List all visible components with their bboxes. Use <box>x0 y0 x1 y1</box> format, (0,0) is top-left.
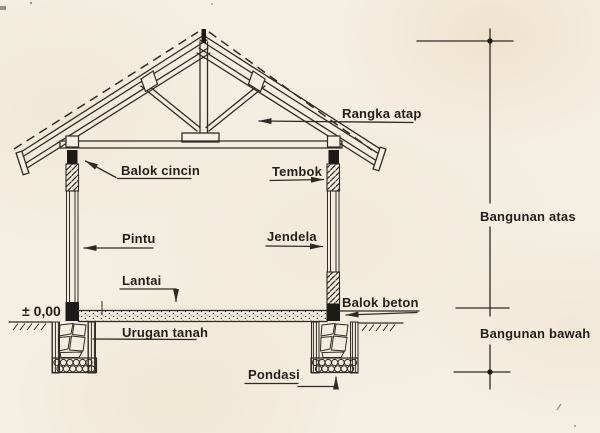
foundation-right <box>310 321 359 374</box>
balok-cincin-text: Balok cincin <box>121 163 200 178</box>
label-jendela: Jendela <box>265 229 324 250</box>
jendela-text: Jendela <box>267 229 317 244</box>
foundation-stones-right <box>319 322 349 358</box>
wall-plate-right <box>326 135 341 148</box>
king-post-base-plate <box>181 132 220 143</box>
ring-beam-left <box>67 150 78 164</box>
annotations: Rangka atap Balok cincin Tembok Pintu Je… <box>22 106 422 390</box>
label-urugan-tanah: Urugan tanah <box>92 325 208 341</box>
masonry-right-upper <box>326 163 341 192</box>
door-frame <box>66 190 79 303</box>
label-balok-cincin: Balok cincin <box>84 160 200 180</box>
balok-beton-leader <box>345 311 418 318</box>
balok-beton-text: Balok beton <box>342 295 419 310</box>
roof-cover-dashed-left <box>13 31 199 150</box>
aanstamping-left <box>51 357 98 374</box>
truss-struts <box>140 81 266 132</box>
floor-slab <box>77 301 328 323</box>
ceiling-beam <box>59 135 343 149</box>
label-pondasi: Pondasi <box>244 367 339 390</box>
roof-cover-dashed-right <box>208 31 373 151</box>
ground-lines <box>8 321 404 332</box>
label-level: ± 0,00 <box>22 303 61 319</box>
tembok-leader <box>269 176 325 183</box>
lantai-text: Lantai <box>122 273 161 288</box>
purlin-block-left <box>140 70 159 93</box>
urugan-tanah-leader <box>92 338 197 341</box>
roof-structure <box>13 29 387 176</box>
purlin-block-right <box>247 70 266 93</box>
label-lantai: Lantai <box>119 273 179 303</box>
concrete-beam-left <box>65 302 79 321</box>
lantai-leader <box>119 288 179 303</box>
foundation-left <box>51 321 98 374</box>
wall-plate-left <box>65 135 80 148</box>
fascia-board-left <box>15 150 30 176</box>
label-rangka-atap: Rangka atap <box>258 106 422 125</box>
dimension-lines: Bangunan atas Bangunan bawah <box>416 28 590 390</box>
label-tembok: Tembok <box>269 164 325 183</box>
level-text: ± 0,00 <box>22 303 61 319</box>
urugan-tanah-text: Urugan tanah <box>122 325 208 340</box>
rangka-atap-text: Rangka atap <box>342 106 422 121</box>
pondasi-text: Pondasi <box>248 367 300 382</box>
label-pintu: Pintu <box>83 231 156 251</box>
balok-cincin-leader <box>84 160 117 179</box>
window-frame <box>327 190 340 273</box>
label-balok-beton: Balok beton <box>338 295 420 318</box>
left-wall <box>65 150 80 321</box>
jendela-leader <box>265 243 324 250</box>
pondasi-leader <box>297 376 339 390</box>
scan-specks <box>0 1 576 427</box>
right-wall <box>326 150 341 321</box>
masonry-left-upper <box>65 163 80 192</box>
foundation-stones-left <box>57 322 87 358</box>
fascia-board-right <box>372 146 387 172</box>
masonry-right-lower <box>326 271 341 305</box>
bangunan-atas-text: Bangunan atas <box>480 209 576 224</box>
pintu-text: Pintu <box>122 231 156 246</box>
rangka-atap-leader <box>258 118 414 125</box>
aanstamping-right <box>310 357 359 374</box>
ring-beam-right <box>328 150 339 164</box>
concrete-beam-right <box>326 304 340 321</box>
bangunan-bawah-text: Bangunan bawah <box>480 326 590 341</box>
tembok-text: Tembok <box>272 164 323 179</box>
king-post <box>199 29 209 134</box>
